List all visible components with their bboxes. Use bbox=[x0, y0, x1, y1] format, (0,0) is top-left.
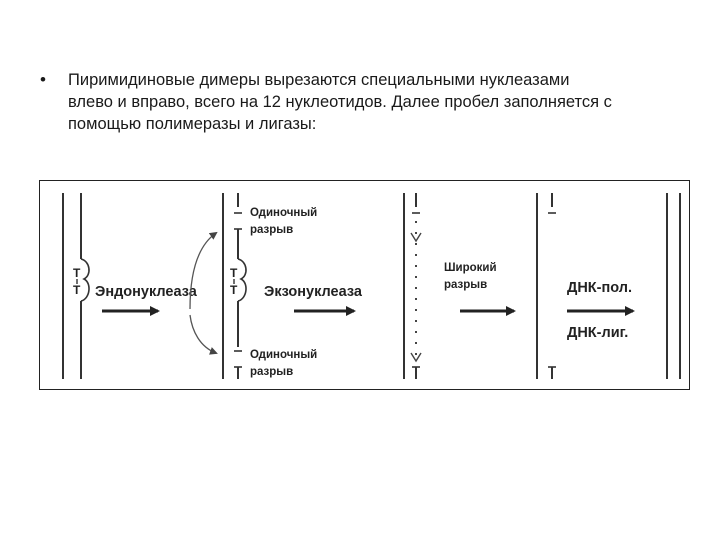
bullet-text-line-3: помощью полимеразы и лигазы: bbox=[68, 115, 317, 133]
bullet-point: • Пиримидиновые димеры вырезаются специа… bbox=[40, 69, 680, 135]
stage3-chevron-top bbox=[410, 232, 422, 243]
stage1-dimer-top: T bbox=[73, 266, 81, 280]
exonuclease-label: Экзонуклеаза bbox=[264, 284, 363, 300]
wide-gap-label-line2: разрыв bbox=[444, 279, 487, 291]
bullet-text-line-1: Пиримидиновые димеры вырезаются специаль… bbox=[68, 71, 570, 89]
nick-bottom-label-line1: Одиночный bbox=[250, 349, 317, 361]
stage4-dna bbox=[536, 193, 556, 379]
dna-repair-diagram: T T Эндонуклеаза T T Одиночный разрыв Од bbox=[62, 193, 681, 379]
curved-arrow-up bbox=[189, 231, 218, 310]
nick-top-label-line1: Одиночный bbox=[250, 207, 317, 219]
dna-ligase-label: ДНК-лиг. bbox=[567, 325, 628, 341]
dna-polymerase-label: ДНК-пол. bbox=[567, 280, 632, 296]
nick-top-label-line2: разрыв bbox=[250, 224, 293, 236]
bullet-text-line-2: влево и вправо, всего на 12 нуклеотидов.… bbox=[68, 93, 612, 111]
wide-gap-label-line1: Широкий bbox=[444, 262, 497, 274]
stage3-dna bbox=[403, 193, 422, 379]
stage2-dimer-bulge bbox=[237, 258, 247, 302]
stage2-dimer-top: T bbox=[230, 266, 238, 280]
stage3-chevron-bottom bbox=[410, 352, 422, 363]
bullet-marker: • bbox=[40, 70, 46, 89]
stage5-dna bbox=[666, 193, 681, 379]
stage1-dimer-bulge bbox=[80, 258, 90, 302]
nick-bottom-label-line2: разрыв bbox=[250, 366, 293, 378]
dna-repair-figure: T T Эндонуклеаза T T Одиночный разрыв Од bbox=[39, 180, 690, 390]
stage2-dimer-bottom: T bbox=[230, 283, 238, 297]
stage1-dimer-bottom: T bbox=[73, 283, 81, 297]
stage1-dna: T T bbox=[62, 193, 90, 379]
stage2-dna: T T bbox=[222, 193, 247, 379]
endonuclease-label: Эндонуклеаза bbox=[95, 284, 198, 300]
bullet-text: Пиримидиновые димеры вырезаются специаль… bbox=[68, 69, 612, 135]
curved-arrow-down bbox=[189, 314, 218, 355]
